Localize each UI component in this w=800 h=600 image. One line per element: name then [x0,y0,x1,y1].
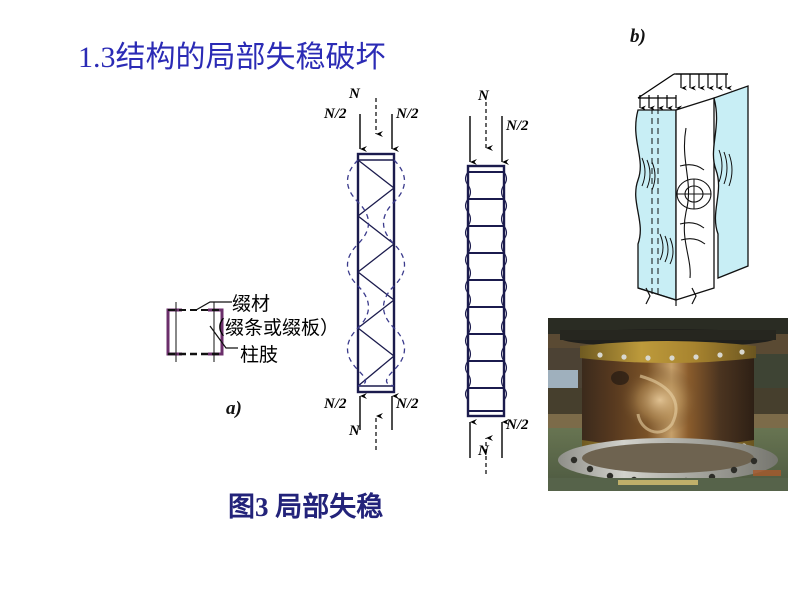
photo-base-bolt [586,465,594,473]
web-panel [675,97,715,301]
photo-bolt [717,352,723,358]
label-lacing-material: 缀材 [232,294,271,315]
photo-base-bolt [570,456,578,464]
laced-bottom-left-load: N/2 [324,396,347,412]
leader-line-limb [209,325,238,349]
buckle-curve-left [346,159,370,387]
lacing-zigzag [356,159,396,387]
web-deformation-lines [679,127,706,279]
photo-bolt [739,349,745,355]
battened-bottom-right-load: N/2 [506,417,529,433]
battened-column-figure [440,86,570,476]
bottom-edge-left [637,287,677,301]
ibeam-svg [635,73,749,306]
photo-timestamp-overlay [753,470,781,476]
battened-top-right-load: N/2 [506,118,529,134]
laced-top-left-load: N/2 [324,106,347,122]
photo-buckle-crease [636,374,678,434]
photo-yellow-marking [618,480,698,485]
buckle-waves-left [641,157,674,265]
photo-base-bolt [750,457,758,465]
battened-buckle-left [464,171,472,401]
laced-column-body [356,152,396,394]
laced-top-center-load: N [349,86,360,102]
cross-section-diagram [160,296,240,366]
buckle-waves-right [718,149,733,187]
photo-bolt [669,355,675,361]
page-title: 1.3结构的局部失稳破坏 [78,41,386,74]
photo-base-bolt [606,472,614,480]
leader-line-lacing [195,301,232,311]
photo-base-plate-inner [582,443,754,473]
load-line-back-left [637,73,675,99]
figure-caption: 图3 局部失稳 [228,492,384,522]
photo-dark-spot [611,371,629,385]
flange-left [635,109,677,301]
batten-group [468,171,504,412]
buckled-shell-photograph [548,318,788,491]
battened-column-svg [464,102,509,474]
battened-column-body [466,164,506,418]
laced-top-right-load: N/2 [396,106,419,122]
laced-bottom-right-load: N/2 [396,396,419,412]
part-label-b: b) [630,26,646,47]
photograph-svg [548,318,788,491]
cross-section-svg [166,301,238,362]
laced-bottom-center-load: N [349,423,360,439]
load-arrow-group-left [639,95,682,111]
battened-top-center-load: N [478,88,489,104]
battened-bottom-center-load: N [478,443,489,459]
column-limb-left [166,308,182,356]
laced-column-svg [346,98,406,450]
photo-top-flange-ring [580,341,756,363]
photo-bolt [621,354,627,360]
load-arrow-group-right [680,74,732,91]
photo-bolt [693,354,699,360]
photo-bolt [645,355,651,361]
photo-base-bolt [730,466,738,474]
photo-buckle-dent [620,366,700,434]
buckle-curve-right [382,159,406,387]
label-lacing-type: （缀条或缀板） [206,318,340,339]
photo-top-plate [560,330,776,340]
photo-bolt [597,352,603,358]
battened-buckle-right [500,171,508,401]
part-label-a: a) [226,398,242,419]
laced-column-figure [320,86,450,456]
photo-top-bolt-group [597,349,745,361]
ibeam-local-buckling-figure [624,62,800,314]
label-column-limb: 柱肢 [240,345,279,366]
